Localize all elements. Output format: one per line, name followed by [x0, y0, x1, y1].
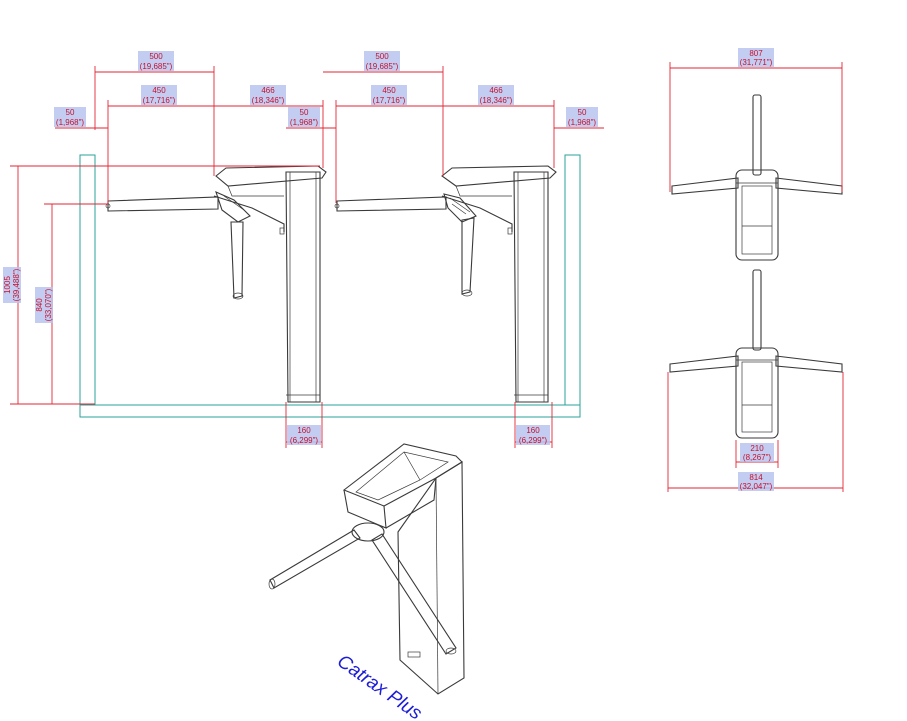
dim-base-left-in: (6,299")	[290, 436, 319, 445]
dim-base-left-mm: 160	[297, 426, 311, 435]
top-view-upper	[671, 94, 843, 261]
dim-height-total-in: (39,488")	[12, 268, 21, 301]
dim-base-right-in: (6,299")	[519, 436, 548, 445]
dim-mid-gap-mm: 50	[300, 108, 309, 117]
dim-left-arm-in: (17,716")	[143, 96, 176, 105]
dim-right-gap-in: (1,968")	[568, 118, 597, 127]
brand-label: Catrax Plus	[333, 651, 426, 721]
dim-right-top-mm: 500	[375, 52, 389, 61]
dim-right-body-mm: 466	[489, 86, 503, 95]
dim-left-top-mm: 500	[149, 52, 163, 61]
dim-left-arm-mm: 450	[152, 86, 166, 95]
dim-left-gap-in: (1,968")	[56, 118, 85, 127]
dim-height-arm-mm: 840	[35, 298, 44, 312]
dim-mid-gap-in: (1,968")	[290, 118, 319, 127]
dim-top-view-in: (31,771")	[740, 58, 773, 67]
dim-left-gap-mm: 50	[66, 108, 75, 117]
dim-height-total-mm: 1005	[3, 276, 12, 294]
dim-height-arm-in: (33,070")	[44, 288, 53, 321]
dim-right-arm-mm: 450	[382, 86, 396, 95]
dim-right-gap-mm: 50	[578, 108, 587, 117]
dim-top-view-mm: 807	[749, 49, 763, 58]
dim-bottom-width-mm: 814	[749, 473, 763, 482]
dimension-labels: 500 (19,685") 450 (17,716") 466 (18,346"…	[3, 48, 774, 491]
isometric-turnstile	[268, 443, 465, 695]
left-turnstile-elevation	[105, 165, 327, 403]
top-view-lower	[669, 269, 843, 439]
dim-left-body-in: (18,346")	[252, 96, 285, 105]
dim-bottom-width-in: (32,047")	[740, 482, 773, 491]
dim-right-body-in: (18,346")	[480, 96, 513, 105]
dimension-lines	[10, 62, 844, 492]
dim-right-arm-in: (17,716")	[373, 96, 406, 105]
dim-right-top-in: (19,685")	[366, 62, 399, 71]
dim-bottom-base-mm: 210	[750, 444, 764, 453]
dim-left-top-in: (19,685")	[140, 62, 173, 71]
right-turnstile-elevation	[334, 165, 557, 403]
dim-left-body-mm: 466	[261, 86, 275, 95]
wall-section	[79, 154, 581, 418]
dim-bottom-base-in: (8,267")	[743, 453, 772, 462]
dim-base-right-mm: 160	[526, 426, 540, 435]
